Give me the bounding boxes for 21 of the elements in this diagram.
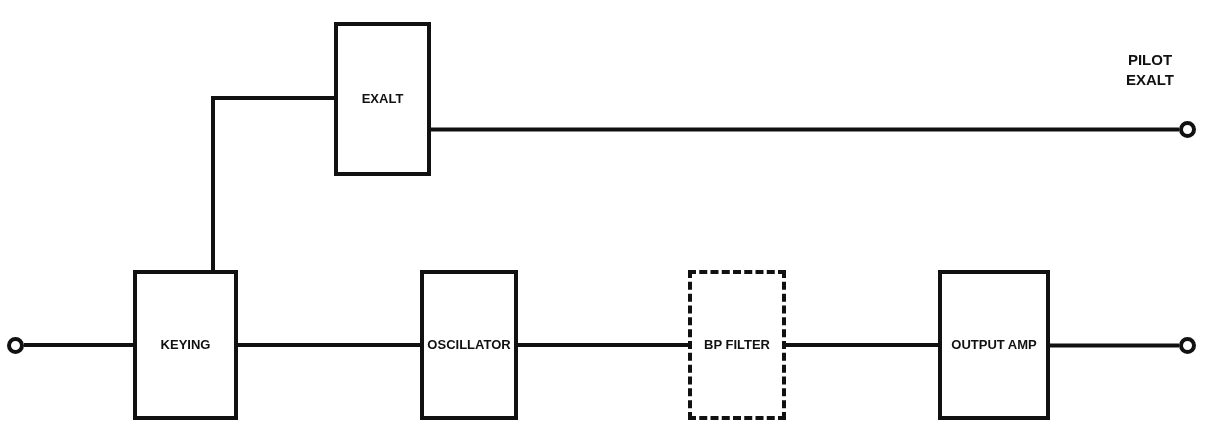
block-label: EXALT bbox=[360, 91, 405, 107]
block-label: OUTPUT AMP bbox=[950, 337, 1038, 353]
terminal-circle bbox=[1179, 121, 1196, 138]
terminal-circle bbox=[7, 337, 24, 354]
connector-line bbox=[431, 127, 1179, 132]
connector-line bbox=[238, 343, 420, 347]
connector-line bbox=[24, 343, 133, 347]
block bbox=[938, 270, 1050, 420]
connector-line bbox=[1050, 343, 1179, 348]
block-label: BP FILTER bbox=[703, 337, 771, 353]
terminal-circle bbox=[1179, 337, 1196, 354]
connector-line bbox=[211, 96, 334, 270]
dashed-block bbox=[688, 270, 786, 420]
connector-line bbox=[786, 343, 938, 347]
connector-line bbox=[518, 343, 688, 347]
block bbox=[334, 22, 431, 176]
block-label: OSCILLATOR bbox=[426, 337, 512, 353]
block bbox=[420, 270, 518, 420]
block bbox=[133, 270, 238, 420]
terminal-label: PILOT EXALT bbox=[1124, 50, 1176, 91]
block-label: KEYING bbox=[159, 337, 212, 353]
